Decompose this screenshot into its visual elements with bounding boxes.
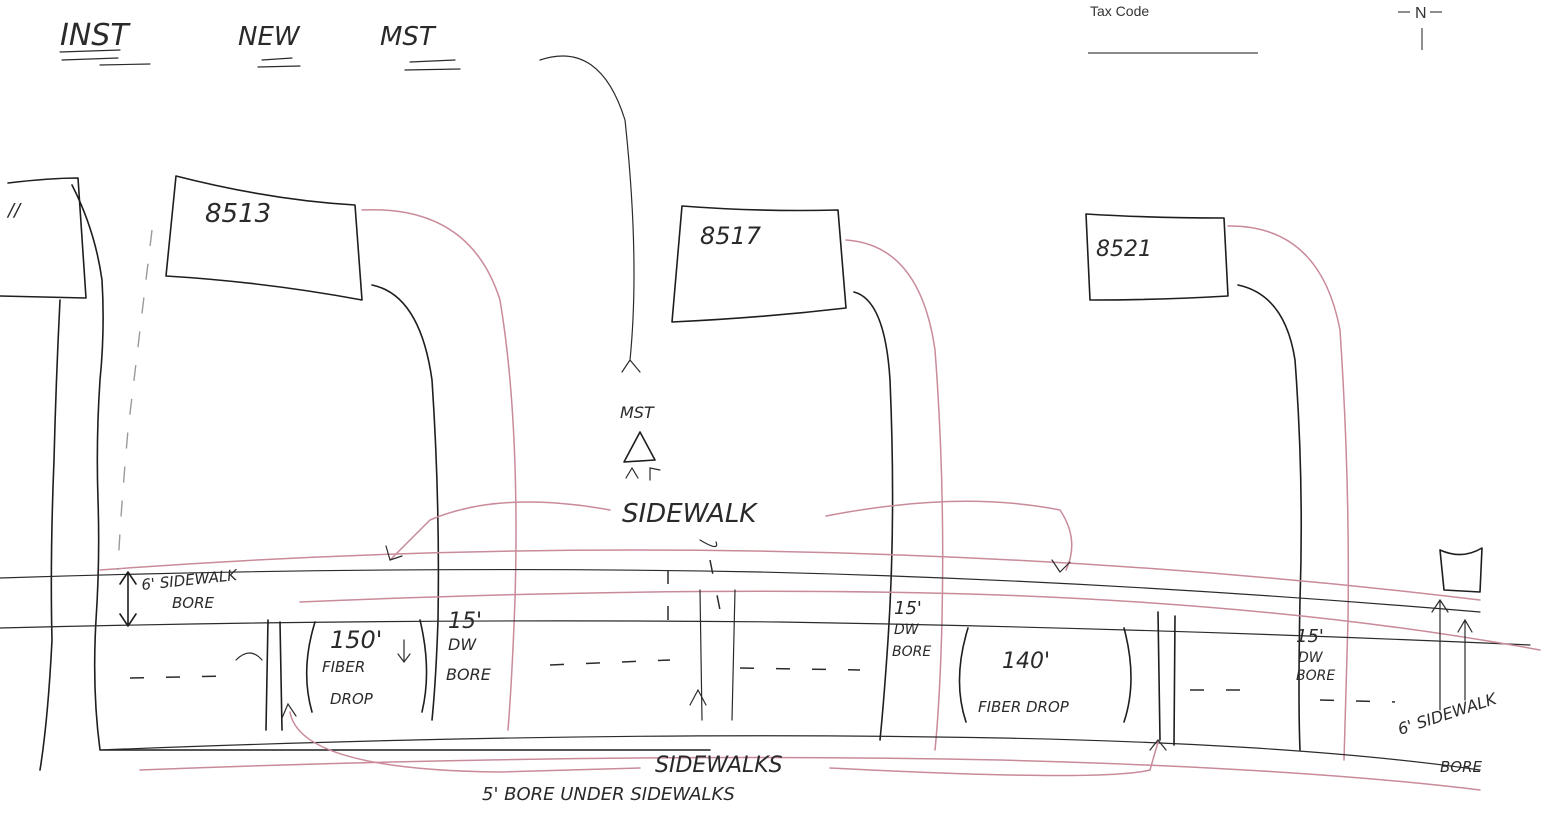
north-label: N [1415,5,1427,22]
curb-pink-line [139,756,1481,791]
dw-bore-1-len: 15' [448,609,482,634]
center-conduit [689,589,736,721]
mst-marker: MST [539,55,661,481]
fiber-drop-150-word2: DROP [330,690,374,708]
sidewalk-bore-left: 6' SIDEWALK BORE [119,566,239,627]
sidewalk-label: SIDEWALK [622,499,758,529]
dw-bore-2-b: BORE [892,644,931,660]
curb-line [99,735,1481,771]
bottom-notes: SIDEWALKS 5' BORE UNDER SIDEWALKS [281,702,1167,805]
fiber-drop-150-word1: FIBER [322,658,365,676]
dw-bore-2-len: 15' [894,598,922,619]
house-8521: 8521 [1085,213,1229,301]
inst-label: INST [60,18,131,53]
left-neighbor-lot: // [0,177,711,771]
lot-number-8513: 8513 [205,199,271,229]
fiber-drop-150: 150' FIBER DROP [235,619,428,731]
lot-number-8521: 8521 [1096,237,1152,262]
dw-bore-3: 15' DW BORE [1296,626,1335,684]
lot-number-8517: 8517 [700,222,762,250]
fiber-drop-150-length: 150' [330,626,382,654]
dw-bore-2-a: DW [894,622,920,638]
house-8517: 8517 [671,205,847,323]
sidewalk-bore-left-line2: BORE [172,594,215,612]
left-edge-mark: // [6,200,22,221]
dw-bore-3-b: BORE [1296,668,1335,684]
new-label: NEW [238,22,301,52]
dw-bore-3-a: DW [1298,650,1324,666]
new-underline [257,57,301,68]
mst-marker-label: MST [620,403,655,422]
road-lines [0,549,1541,791]
inst-underline [59,49,151,66]
dw-bore-1-a: DW [448,635,477,654]
fiber-drop-140-word: FIBER DROP [978,698,1070,716]
sidewalk-bore-left-line1: 6' SIDEWALK [141,566,239,594]
header: INST NEW MST Tax Code N [59,3,1442,71]
sidewalk-bore-right: 6' SIDEWALK BORE [1395,547,1500,776]
sidewalk-back-line [0,568,1481,613]
pink-sidewalk-line-1 [99,549,1481,601]
mst-underline [404,59,461,71]
pink-sidewalk-line-2 [299,590,1541,651]
tax-code-label: Tax Code [1090,3,1149,19]
dw-bore-2: 15' DW BORE [892,598,931,660]
bore-note: 5' BORE UNDER SIDEWALKS [482,784,735,805]
sidewalk-callout: SIDEWALK [385,499,1073,573]
fiber-drop-140-length: 140' [1002,649,1050,674]
fiber-drop-routes [361,209,1350,761]
dw-bore-1: 15' DW BORE [446,609,492,684]
sidewalk-bore-right-line2: BORE [1440,758,1483,776]
fiber-drop-140: 140' FIBER DROP [958,611,1176,746]
mst-triangle-icon [623,431,656,463]
dw-bore-3-len: 15' [1296,626,1324,647]
mst-pointer-arrow [539,55,641,373]
sidewalks-label: SIDEWALKS [655,753,783,778]
north-arrow-icon [1398,11,1442,50]
sidewalk-front-line [0,620,1531,646]
dashed-fiber-lines [117,229,1396,703]
driveways [371,284,1303,751]
dw-bore-1-b: BORE [446,665,492,684]
mst-label: MST [380,22,437,52]
house-8513: 8513 [165,175,363,301]
sidewalk-bore-right-line1: 6' SIDEWALK [1395,689,1500,739]
